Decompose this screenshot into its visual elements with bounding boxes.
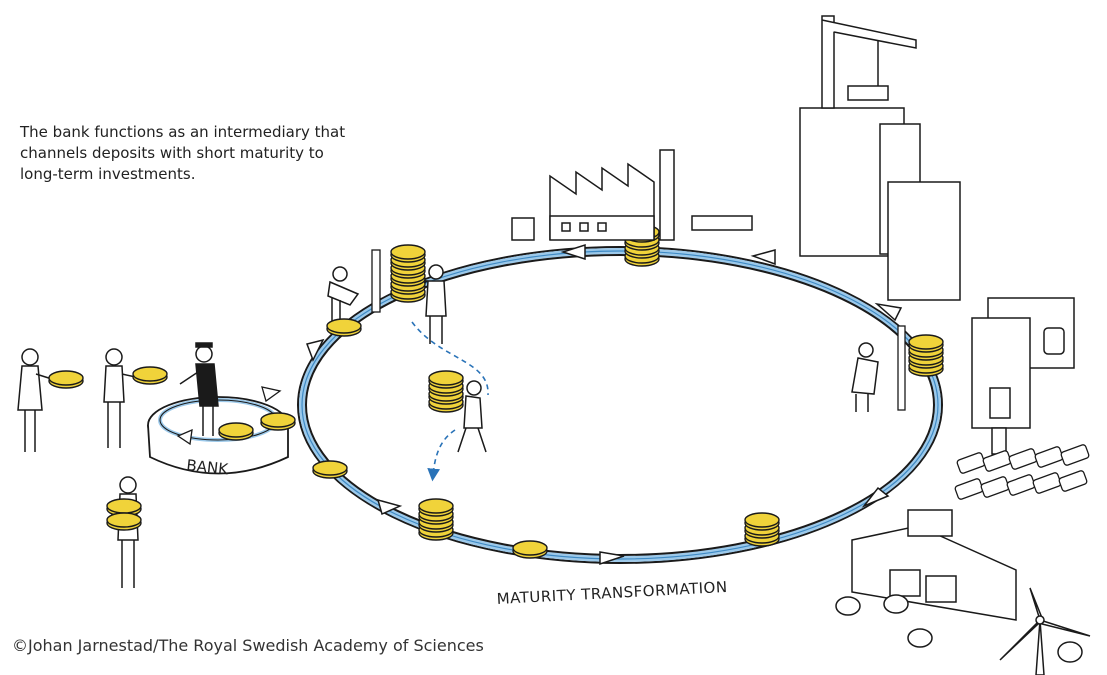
- coin-icon: [326, 318, 362, 337]
- arrow-icon: [599, 551, 625, 566]
- wind-turbine-icon: [999, 587, 1091, 675]
- coin-stack-top-left: [390, 244, 426, 303]
- dashed-arrow: [411, 321, 489, 475]
- bank-label: BANK: [186, 456, 230, 478]
- car-icon-group: [954, 444, 1090, 500]
- coin-icon: [512, 540, 548, 559]
- maturity-label: MATURITY TRANSFORMATION: [496, 578, 728, 608]
- coin-stack-right: [908, 334, 944, 377]
- arrow-icon: [861, 486, 890, 508]
- machine-icon: [971, 297, 1075, 455]
- banker-figure: [179, 342, 219, 436]
- carrier-figure: [457, 380, 487, 453]
- factory-icon: [511, 149, 753, 241]
- arrow-icon: [376, 498, 403, 516]
- depositor-1: [17, 348, 56, 452]
- caption: The bank functions as an intermediary th…: [20, 123, 346, 183]
- depositor-2: [103, 348, 141, 448]
- worker-right: [425, 264, 447, 344]
- worker-far-right: [851, 342, 879, 412]
- coin-stack-bottom-right: [744, 512, 780, 547]
- coin-icon: [48, 370, 84, 389]
- coin-icon: [312, 460, 348, 479]
- crane-icon: [821, 15, 917, 109]
- arrow-icon: [750, 249, 776, 266]
- ruler-post: [371, 249, 381, 313]
- arrow-icon: [306, 338, 325, 362]
- plant-icon: [835, 509, 1017, 648]
- bank-building: BANK: [147, 386, 296, 478]
- credit-line: ©Johan Jarnestad/The Royal Swedish Acade…: [12, 636, 484, 655]
- coin-stack-carried: [428, 370, 464, 413]
- skyscraper-icon: [799, 107, 961, 301]
- coin-icon: [132, 366, 168, 385]
- ruler-post-right: [897, 325, 906, 411]
- depositor-3: [117, 476, 139, 588]
- arrow-icon: [874, 302, 903, 322]
- worker-left: [327, 266, 360, 322]
- arrow-icon: [560, 243, 586, 261]
- coin-stack-bottom: [418, 498, 454, 541]
- coin-icon: [106, 512, 142, 531]
